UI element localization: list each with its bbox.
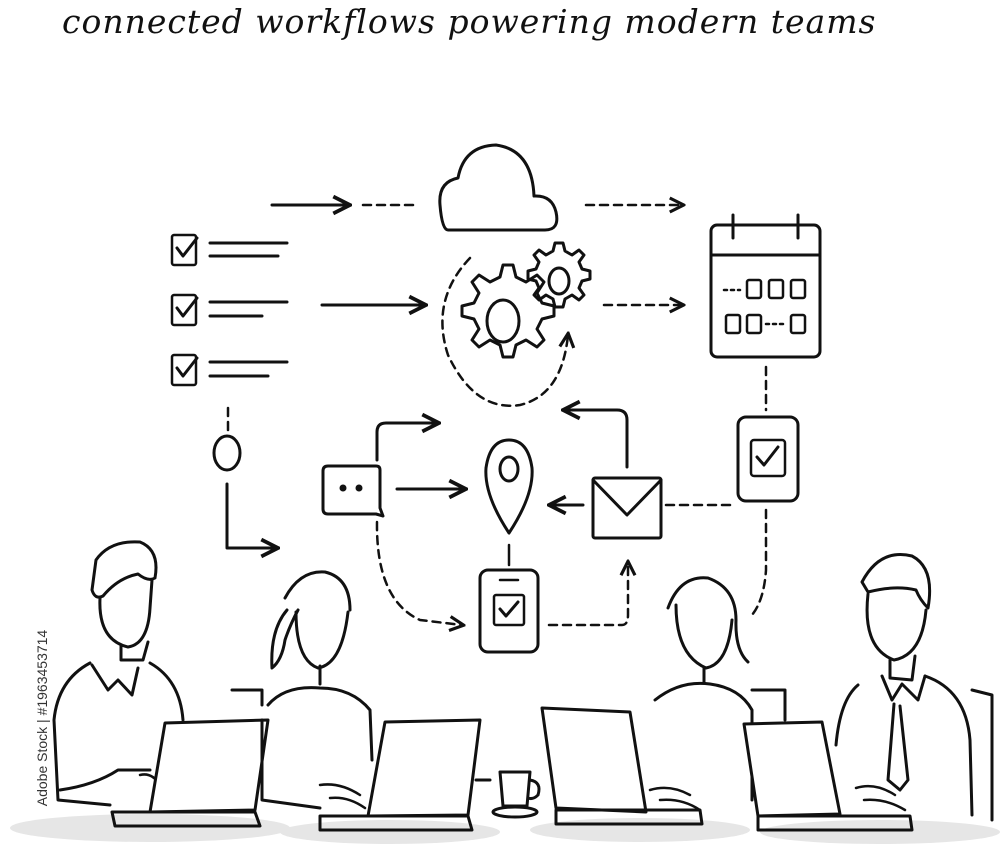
approval-tablet-icon	[736, 415, 800, 503]
illustration-caption: connected workflows powering modern team…	[62, 2, 877, 41]
gears-icon	[441, 241, 592, 407]
cloud-icon	[438, 143, 559, 232]
person-woman-left-icon	[230, 570, 500, 844]
person-woman-right-icon	[530, 576, 787, 842]
envelope-icon	[591, 476, 663, 540]
checklist-icon	[170, 233, 289, 387]
calendar-icon	[709, 213, 822, 359]
mobile-task-icon	[478, 568, 540, 654]
person-man-right-icon	[742, 553, 1000, 844]
node-circle-icon	[212, 434, 242, 472]
person-man-left-icon	[10, 540, 290, 842]
chat-bubble-icon	[321, 464, 385, 518]
location-pin-icon	[484, 438, 534, 535]
coffee-cup-icon	[474, 770, 541, 819]
